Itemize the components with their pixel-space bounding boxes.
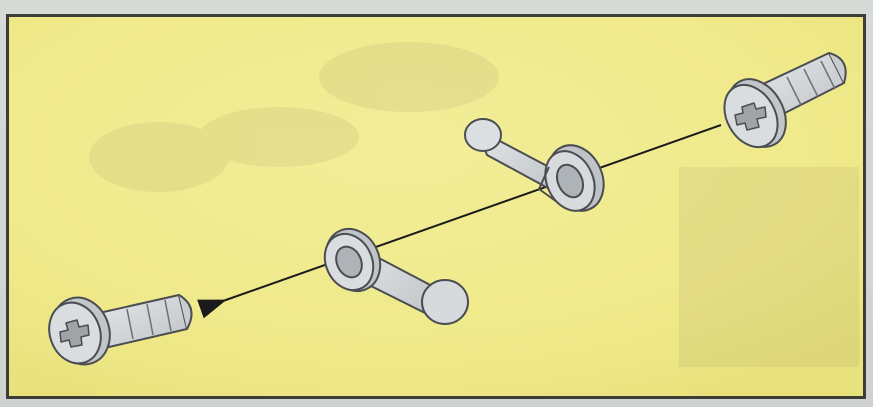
assembly-diagram: [9, 17, 863, 396]
illustration-panel: [6, 14, 866, 399]
